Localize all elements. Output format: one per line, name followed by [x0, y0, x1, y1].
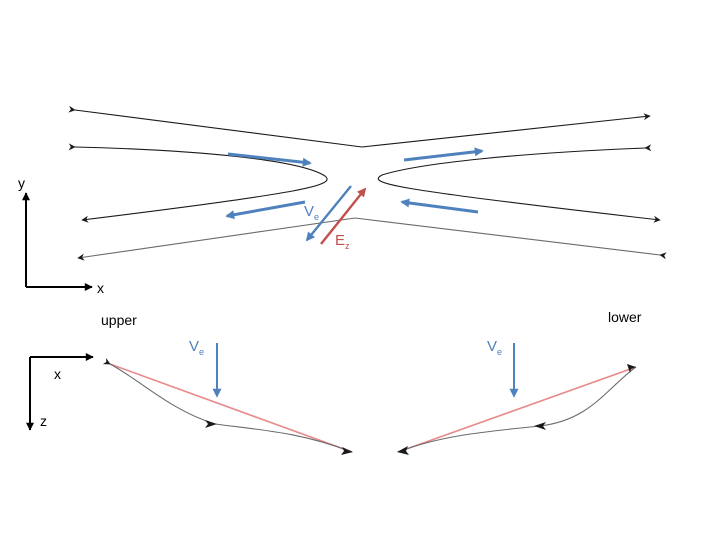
upper-field-line-end-arrow	[341, 447, 353, 455]
lower-field-line-start-arrow	[627, 364, 636, 373]
top-panel: Ve Ez y x	[18, 105, 667, 296]
lower-straight-line	[397, 366, 637, 453]
inflow-arrow-upper-left	[227, 152, 312, 167]
ve-label-lower: Ve	[487, 338, 502, 357]
axes-xy: y x	[18, 175, 104, 296]
outflow-arrow-lower-left	[225, 200, 306, 220]
ve-label-top: Ve	[304, 203, 319, 222]
field-lines-top	[68, 105, 667, 261]
axes-xz: x z	[26, 353, 94, 431]
flow-arrows-top	[225, 147, 484, 242]
upper-field-line-group	[102, 357, 353, 455]
lower-field-line-group	[397, 364, 637, 455]
inflow-arrow-lower-right	[400, 198, 479, 214]
axis-y-label: y	[18, 175, 25, 191]
outflow-arrow-upper-right	[403, 147, 484, 162]
field-line-upper-2-left	[68, 143, 328, 223]
field-line-lower-1	[77, 217, 667, 261]
lower-field-line-mid-arrow	[534, 422, 546, 430]
lower-field-line-end-arrow	[397, 446, 409, 455]
field-line-upper-2-right	[377, 144, 661, 223]
electric-field-arrow	[320, 187, 367, 245]
upper-label: upper	[101, 312, 137, 328]
ez-label: Ez	[335, 232, 350, 251]
axis-z-label: z	[40, 413, 47, 429]
axis-x-label-bottom: x	[54, 366, 61, 382]
field-line-upper-1	[68, 105, 651, 148]
bottom-panel: x z upper lower Ve Ve	[26, 309, 642, 455]
upper-straight-line	[109, 363, 353, 453]
axis-x-label: x	[97, 280, 104, 296]
ve-arrows-bottom: Ve Ve	[189, 338, 519, 398]
ve-label-upper: Ve	[189, 338, 204, 357]
lower-label: lower	[608, 309, 642, 325]
electron-velocity-arrow	[305, 185, 352, 242]
upper-field-line-mid-arrow	[205, 420, 217, 428]
